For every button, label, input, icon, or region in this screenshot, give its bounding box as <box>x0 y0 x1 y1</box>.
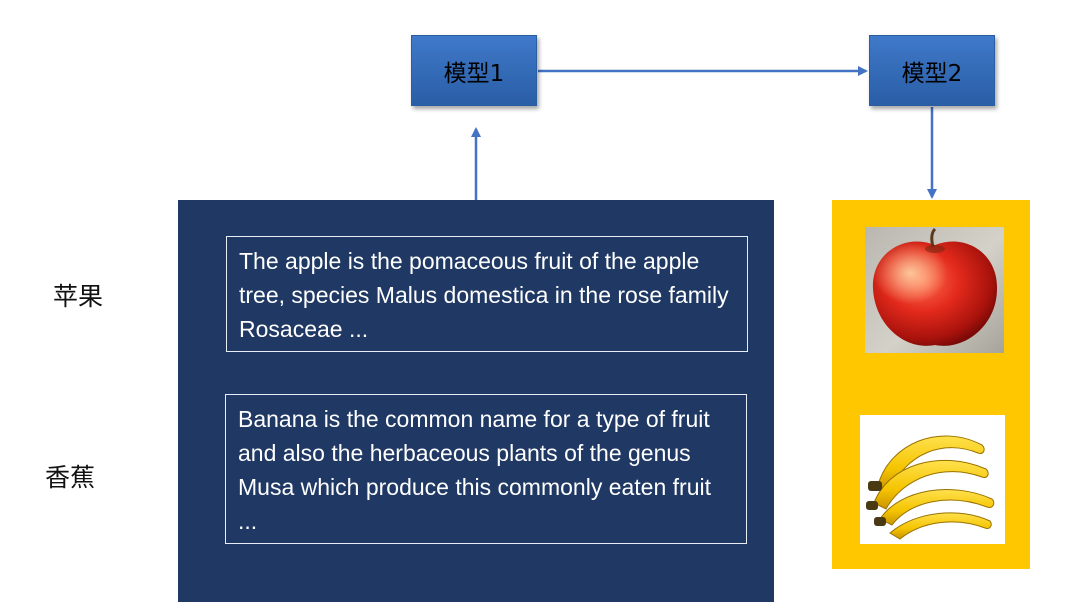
banana-image <box>860 415 1005 544</box>
image-panel <box>832 200 1030 569</box>
model-1-box: 模型1 <box>411 35 537 106</box>
banana-description: Banana is the common name for a type of … <box>225 394 747 544</box>
text-description-panel: The apple is the pomaceous fruit of the … <box>178 200 774 602</box>
apple-label: 苹果 <box>53 282 104 311</box>
banana-icon <box>866 435 995 540</box>
model-2-label: 模型2 <box>901 60 963 87</box>
apple-icon <box>872 227 998 346</box>
apple-description: The apple is the pomaceous fruit of the … <box>226 236 748 352</box>
model-1-label: 模型1 <box>443 60 505 87</box>
apple-image <box>865 227 1004 353</box>
model-2-box: 模型2 <box>869 35 995 106</box>
banana-label: 香蕉 <box>45 463 96 492</box>
